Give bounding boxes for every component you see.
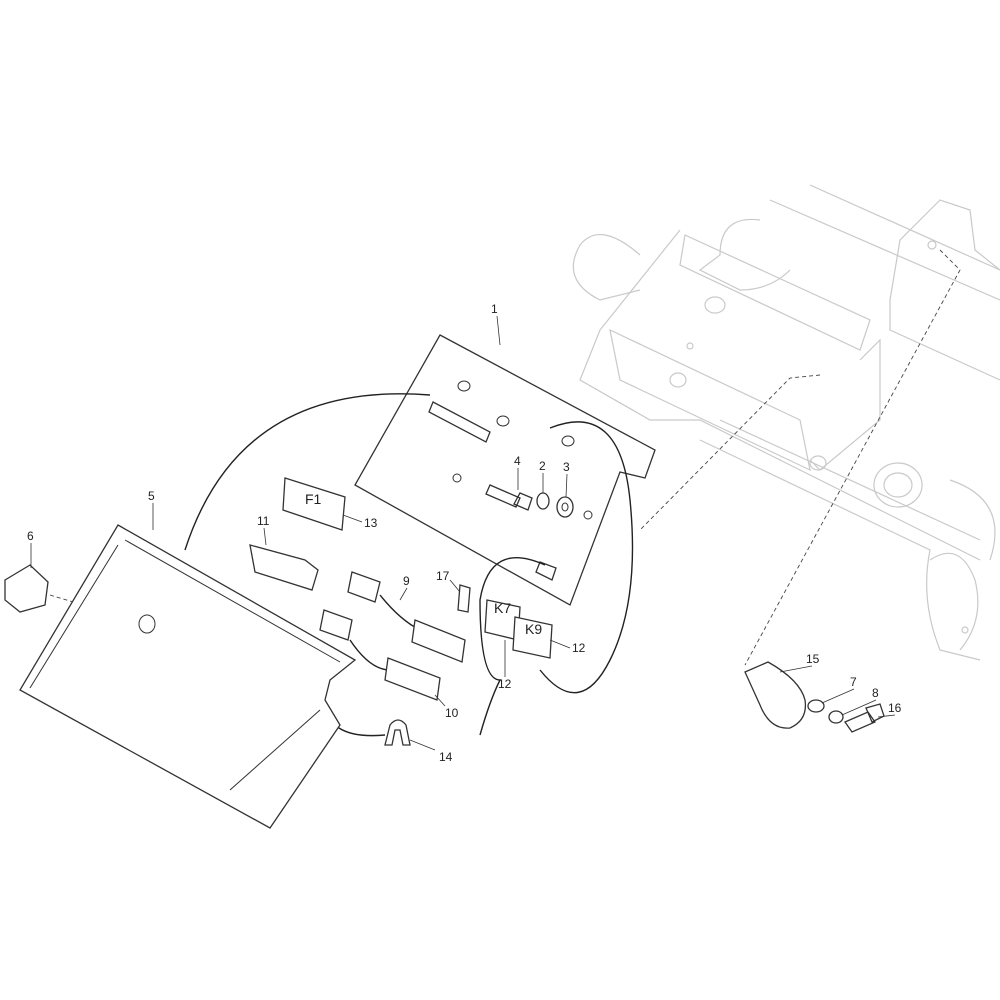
callout-12b: 12	[572, 641, 586, 655]
screw	[457, 584, 471, 613]
mounting-plate	[354, 334, 656, 606]
fuse-marking: F1	[305, 491, 322, 507]
callout-16: 16	[888, 701, 902, 715]
wire-arrow	[479, 556, 546, 736]
callout-17: 17	[436, 569, 450, 583]
relay-k9-marking: K9	[525, 621, 542, 637]
washer	[556, 496, 574, 518]
washer	[828, 710, 844, 724]
callout-2: 2	[539, 459, 546, 473]
callout-1: 1	[491, 302, 498, 316]
callout-5: 5	[148, 489, 155, 503]
callout-10: 10	[445, 706, 459, 720]
edge-clip	[384, 719, 411, 746]
washer	[807, 699, 825, 713]
relay-k9	[512, 616, 553, 659]
bolt	[844, 703, 885, 733]
callout-9: 9	[403, 574, 410, 588]
connector-block	[249, 544, 319, 591]
callout-4: 4	[514, 454, 521, 468]
bolt	[485, 484, 533, 511]
callout-15: 15	[806, 652, 820, 666]
washer	[536, 492, 550, 510]
alignment-line	[639, 374, 821, 531]
cover-panel	[19, 524, 357, 829]
module-10	[384, 657, 441, 701]
alignment-line	[744, 249, 961, 666]
threaded-stud	[428, 401, 491, 443]
wire-arrow	[539, 421, 634, 694]
callout-3: 3	[563, 460, 570, 474]
callout-11: 11	[257, 514, 270, 528]
callout-7: 7	[850, 675, 857, 689]
machine-frame-ghost	[572, 184, 1000, 661]
callout-14: 14	[439, 750, 453, 764]
pipe-clamp	[744, 661, 807, 729]
module-9	[411, 619, 466, 663]
knob	[4, 564, 49, 613]
plug	[347, 571, 381, 603]
relay-k7-marking: K7	[494, 600, 511, 616]
callout-12a: 12	[498, 677, 512, 691]
fuse-holder	[282, 477, 346, 531]
callout-13: 13	[364, 516, 378, 530]
leader-lines	[30, 315, 896, 751]
plug	[319, 609, 353, 641]
wire-arrow	[184, 393, 431, 551]
callout-8: 8	[872, 686, 879, 700]
callout-6: 6	[27, 529, 34, 543]
